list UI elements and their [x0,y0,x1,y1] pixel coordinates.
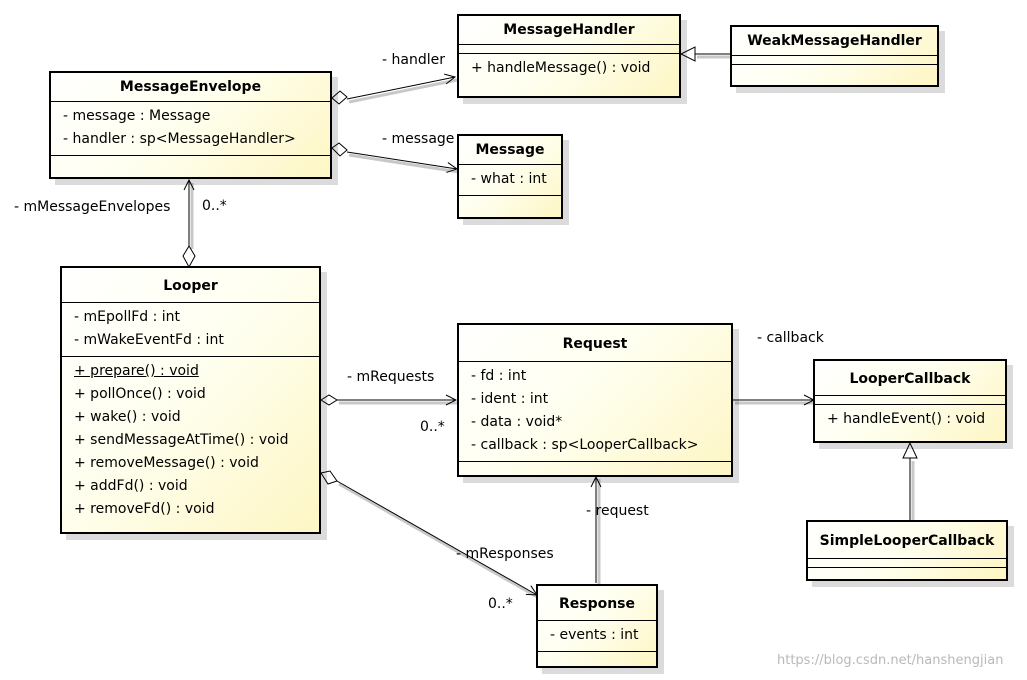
class-simple-looper-callback[interactable]: SimpleLooperCallback [806,520,1008,581]
requests-role-label: - mRequests [347,369,435,385]
operation: + removeMessage() : void [74,455,259,471]
class-name: MessageHandler [459,16,679,45]
class-name: Message [459,136,561,165]
operations-section: + prepare() : void + pollOnce() : void +… [62,357,319,525]
generalization-triangle [679,46,696,62]
operation: + handleMessage() : void [471,60,651,76]
aggregation-diamond [320,394,338,406]
class-name: SimpleLooperCallback [808,522,1006,559]
attributes-section [732,56,937,65]
operations-section [51,156,330,164]
responses-association [336,480,537,595]
class-name: WeakMessageHandler [732,27,937,56]
attribute: - mEpollFd : int [74,309,181,325]
operation: + pollOnce() : void [74,386,206,402]
class-looper[interactable]: Looper - mEpollFd : int - mWakeEventFd :… [60,266,321,534]
operation: + addFd() : void [74,478,188,494]
attributes-section: - what : int [459,165,561,196]
class-message-envelope[interactable]: MessageEnvelope - message : Message - ha… [49,71,332,179]
operation: + sendMessageAtTime() : void [74,432,289,448]
responses-role-label: - mResponses [456,546,554,562]
attribute: - events : int [550,627,639,643]
operations-section [808,568,1006,576]
class-weak-message-handler[interactable]: WeakMessageHandler [730,25,939,87]
class-looper-callback[interactable]: LooperCallback + handleEvent() : void [813,359,1007,443]
message-envelopes-multiplicity: 0..* [202,198,227,214]
class-name: Request [459,325,731,362]
handler-association [346,77,455,100]
class-message-handler[interactable]: MessageHandler + handleMessage() : void [457,14,681,98]
operations-section [459,462,731,470]
operations-section: + handleMessage() : void [459,54,679,84]
association-shadow [348,153,460,174]
class-name: MessageEnvelope [51,73,330,102]
aggregation-diamond [331,142,348,157]
class-name: Looper [62,268,319,303]
message-role-label: - message [382,131,455,147]
attributes-section [459,45,679,54]
message-envelopes-role-label: - mMessageEnvelopes [14,199,171,215]
attribute: - mWakeEventFd : int [74,332,224,348]
operations-section [732,65,937,73]
aggregation-diamond [182,245,196,269]
class-response[interactable]: Response - events : int [536,584,658,668]
attribute: - message : Message [63,108,211,124]
operation: + prepare() : void [74,363,199,379]
watermark: https://blog.csdn.net/hansheng‌jian [777,653,1004,668]
association-shadow [338,482,540,600]
aggregation-diamond [331,90,348,105]
attributes-section: - mEpollFd : int - mWakeEventFd : int [62,303,319,357]
attribute: - handler : sp<MessageHandler> [63,131,296,147]
request-role-label: - request [586,503,649,519]
attribute: - callback : sp<LooperCallback> [471,437,699,453]
operation: + wake() : void [74,409,181,425]
operation: + handleEvent() : void [827,411,986,427]
attributes-section [815,396,1005,405]
callback-role-label: - callback [757,330,824,346]
handler-role-label: - handler [382,52,445,68]
operations-section [459,196,561,204]
operations-section: + handleEvent() : void [815,405,1005,435]
class-request[interactable]: Request - fd : int - ident : int - data … [457,323,733,477]
attribute: - data : void* [471,414,563,430]
operation: + removeFd() : void [74,501,215,517]
requests-multiplicity: 0..* [420,419,445,435]
attribute: - what : int [471,171,547,187]
message-association [346,151,457,169]
attributes-section: - message : Message - handler : sp<Messa… [51,102,330,156]
attributes-section [808,559,1006,568]
operations-section [538,652,656,660]
class-name: LooperCallback [815,361,1005,396]
class-message[interactable]: Message - what : int [457,134,563,219]
association-shadow [348,78,458,104]
generalization-triangle [902,441,918,459]
attributes-section: - events : int [538,621,656,652]
aggregation-diamond [320,470,338,485]
class-name: Response [538,586,656,621]
attribute: - fd : int [471,368,527,384]
attribute: - ident : int [471,391,549,407]
attributes-section: - fd : int - ident : int - data : void* … [459,362,731,462]
responses-multiplicity: 0..* [488,596,513,612]
